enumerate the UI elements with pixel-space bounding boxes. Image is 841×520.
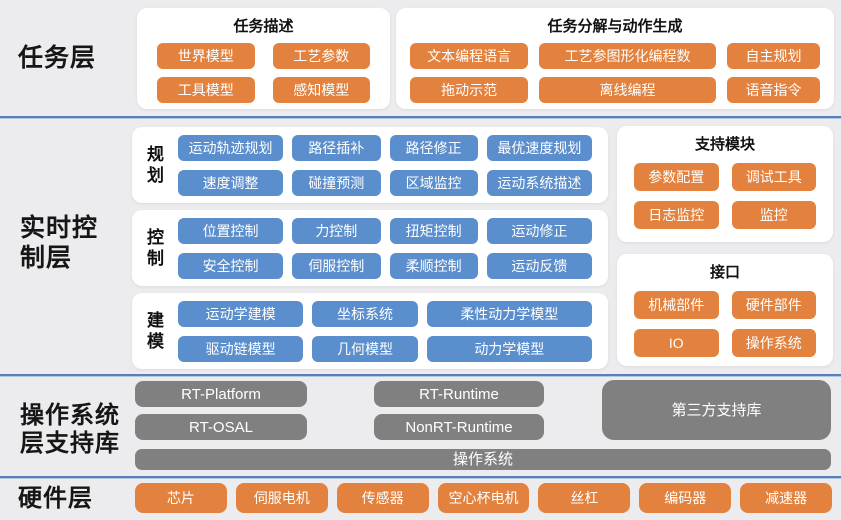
node-offline-programming: 离线编程	[539, 77, 716, 103]
node-path-correction: 路径修正	[389, 134, 478, 161]
node-safety-control: 安全控制	[178, 252, 284, 279]
task-decomposition-panel: 任务分解与动作生成 文本编程语言 工艺参图形化编程数 自主规划 拖动示范 离线编…	[396, 8, 834, 109]
node-geometric-model: 几何模型	[312, 335, 418, 362]
node-motion-correction: 运动修正	[486, 217, 592, 244]
hardware-layer-label: 硬件层	[18, 485, 93, 512]
node-perception-model: 感知模型	[272, 77, 370, 103]
interface-grid: 机械部件 硬件部件 IO 操作系统	[617, 282, 833, 357]
node-rt-platform: RT-Platform	[135, 381, 307, 407]
layer-divider	[0, 116, 841, 118]
node-coordinate-system: 坐标系统	[312, 300, 418, 327]
realtime-control-layer-label: 实时控制层	[20, 214, 99, 272]
modeling-panel: 建模 运动学建模 坐标系统 柔性动力学模型 驱动链模型 几何模型 动力学模型	[132, 293, 608, 369]
node-graphical-programming: 工艺参图形化编程数	[539, 43, 716, 69]
node-trajectory-planning: 运动轨迹规划	[178, 134, 284, 161]
node-hardware-parts: 硬件部件	[731, 291, 816, 319]
node-coreless-motor: 空心杯电机	[437, 483, 530, 513]
node-world-model: 世界模型	[157, 43, 255, 69]
node-log-monitoring: 日志监控	[634, 201, 719, 229]
task-description-title: 任务描述	[233, 18, 294, 35]
node-nonrt-runtime: NonRT-Runtime	[374, 414, 544, 440]
node-process-params: 工艺参数	[272, 43, 370, 69]
node-monitoring: 监控	[731, 201, 816, 229]
modeling-grid: 运动学建模 坐标系统 柔性动力学模型 驱动链模型 几何模型 动力学模型	[178, 300, 592, 362]
node-servo-control: 伺服控制	[292, 252, 381, 279]
node-motion-feedback: 运动反馈	[486, 252, 592, 279]
node-lead-screw: 丝杠	[538, 483, 631, 513]
node-sensor: 传感器	[336, 483, 429, 513]
control-group-label: 控制	[147, 227, 164, 268]
support-modules-panel: 支持模块 参数配置 调试工具 日志监控 监控	[617, 126, 833, 242]
node-motion-system-description: 运动系统描述	[486, 169, 592, 196]
node-servo-motor: 伺服电机	[235, 483, 328, 513]
control-grid: 位置控制 力控制 扭矩控制 运动修正 安全控制 伺服控制 柔顺控制 运动反馈	[178, 217, 592, 279]
hardware-row: 芯片 伺服电机 传感器 空心杯电机 丝杠 编码器 减速器	[135, 483, 833, 513]
support-modules-title: 支持模块	[694, 136, 755, 153]
node-dynamics-model: 动力学模型	[426, 335, 592, 362]
planning-panel: 规划 运动轨迹规划 路径插补 路径修正 最优速度规划 速度调整 碰撞预测 区域监…	[132, 127, 608, 203]
node-chip: 芯片	[135, 483, 227, 513]
node-path-interpolation: 路径插补	[292, 134, 381, 161]
task-layer-label: 任务层	[18, 44, 97, 72]
planning-group-label: 规划	[147, 144, 164, 185]
node-position-control: 位置控制	[178, 217, 284, 244]
node-tool-model: 工具模型	[157, 77, 255, 103]
task-description-panel: 任务描述 世界模型 工艺参数 工具模型 感知模型	[137, 8, 390, 109]
node-operating-system-bar: 操作系统	[135, 449, 831, 470]
node-operating-system-interface: 操作系统	[731, 329, 816, 357]
node-encoder: 编码器	[639, 483, 732, 513]
layer-divider	[0, 374, 841, 376]
control-panel: 控制 位置控制 力控制 扭矩控制 运动修正 安全控制 伺服控制 柔顺控制 运动反…	[132, 210, 608, 286]
task-decomposition-grid: 文本编程语言 工艺参图形化编程数 自主规划 拖动示范 离线编程 语音指令	[396, 36, 834, 103]
node-voice-command: 语音指令	[726, 77, 820, 103]
node-collision-prediction: 碰撞预测	[292, 169, 381, 196]
node-drive-chain-model: 驱动链模型	[178, 335, 304, 362]
node-kinematics-modeling: 运动学建模	[178, 300, 304, 327]
node-rt-runtime: RT-Runtime	[374, 381, 544, 407]
node-drag-teaching: 拖动示范	[410, 77, 529, 103]
node-thirdparty-support-lib: 第三方支持库	[602, 380, 831, 440]
interface-panel: 接口 机械部件 硬件部件 IO 操作系统	[617, 254, 833, 366]
layer-divider	[0, 476, 841, 478]
node-autonomous-planning: 自主规划	[726, 43, 820, 69]
node-reducer: 减速器	[740, 483, 833, 513]
interface-title: 接口	[709, 264, 740, 281]
task-decomposition-title: 任务分解与动作生成	[547, 18, 683, 35]
node-mechanical-parts: 机械部件	[634, 291, 719, 319]
node-parameter-config: 参数配置	[634, 163, 719, 191]
node-torque-control: 扭矩控制	[389, 217, 478, 244]
node-flexible-dynamics-model: 柔性动力学模型	[426, 300, 592, 327]
node-area-monitoring: 区域监控	[389, 169, 478, 196]
node-compliance-control: 柔顺控制	[389, 252, 478, 279]
support-modules-grid: 参数配置 调试工具 日志监控 监控	[617, 154, 833, 229]
node-debug-tools: 调试工具	[731, 163, 816, 191]
node-optimal-speed-planning: 最优速度规划	[486, 134, 592, 161]
os-support-layer-label: 操作系统层支持库	[20, 402, 120, 458]
node-rt-osal: RT-OSAL	[135, 414, 307, 440]
node-force-control: 力控制	[292, 217, 381, 244]
node-text-programming: 文本编程语言	[410, 43, 529, 69]
modeling-group-label: 建模	[147, 310, 164, 351]
node-io: IO	[634, 329, 719, 357]
planning-grid: 运动轨迹规划 路径插补 路径修正 最优速度规划 速度调整 碰撞预测 区域监控 运…	[178, 134, 592, 196]
node-speed-adjustment: 速度调整	[178, 169, 284, 196]
task-description-grid: 世界模型 工艺参数 工具模型 感知模型	[137, 36, 390, 103]
